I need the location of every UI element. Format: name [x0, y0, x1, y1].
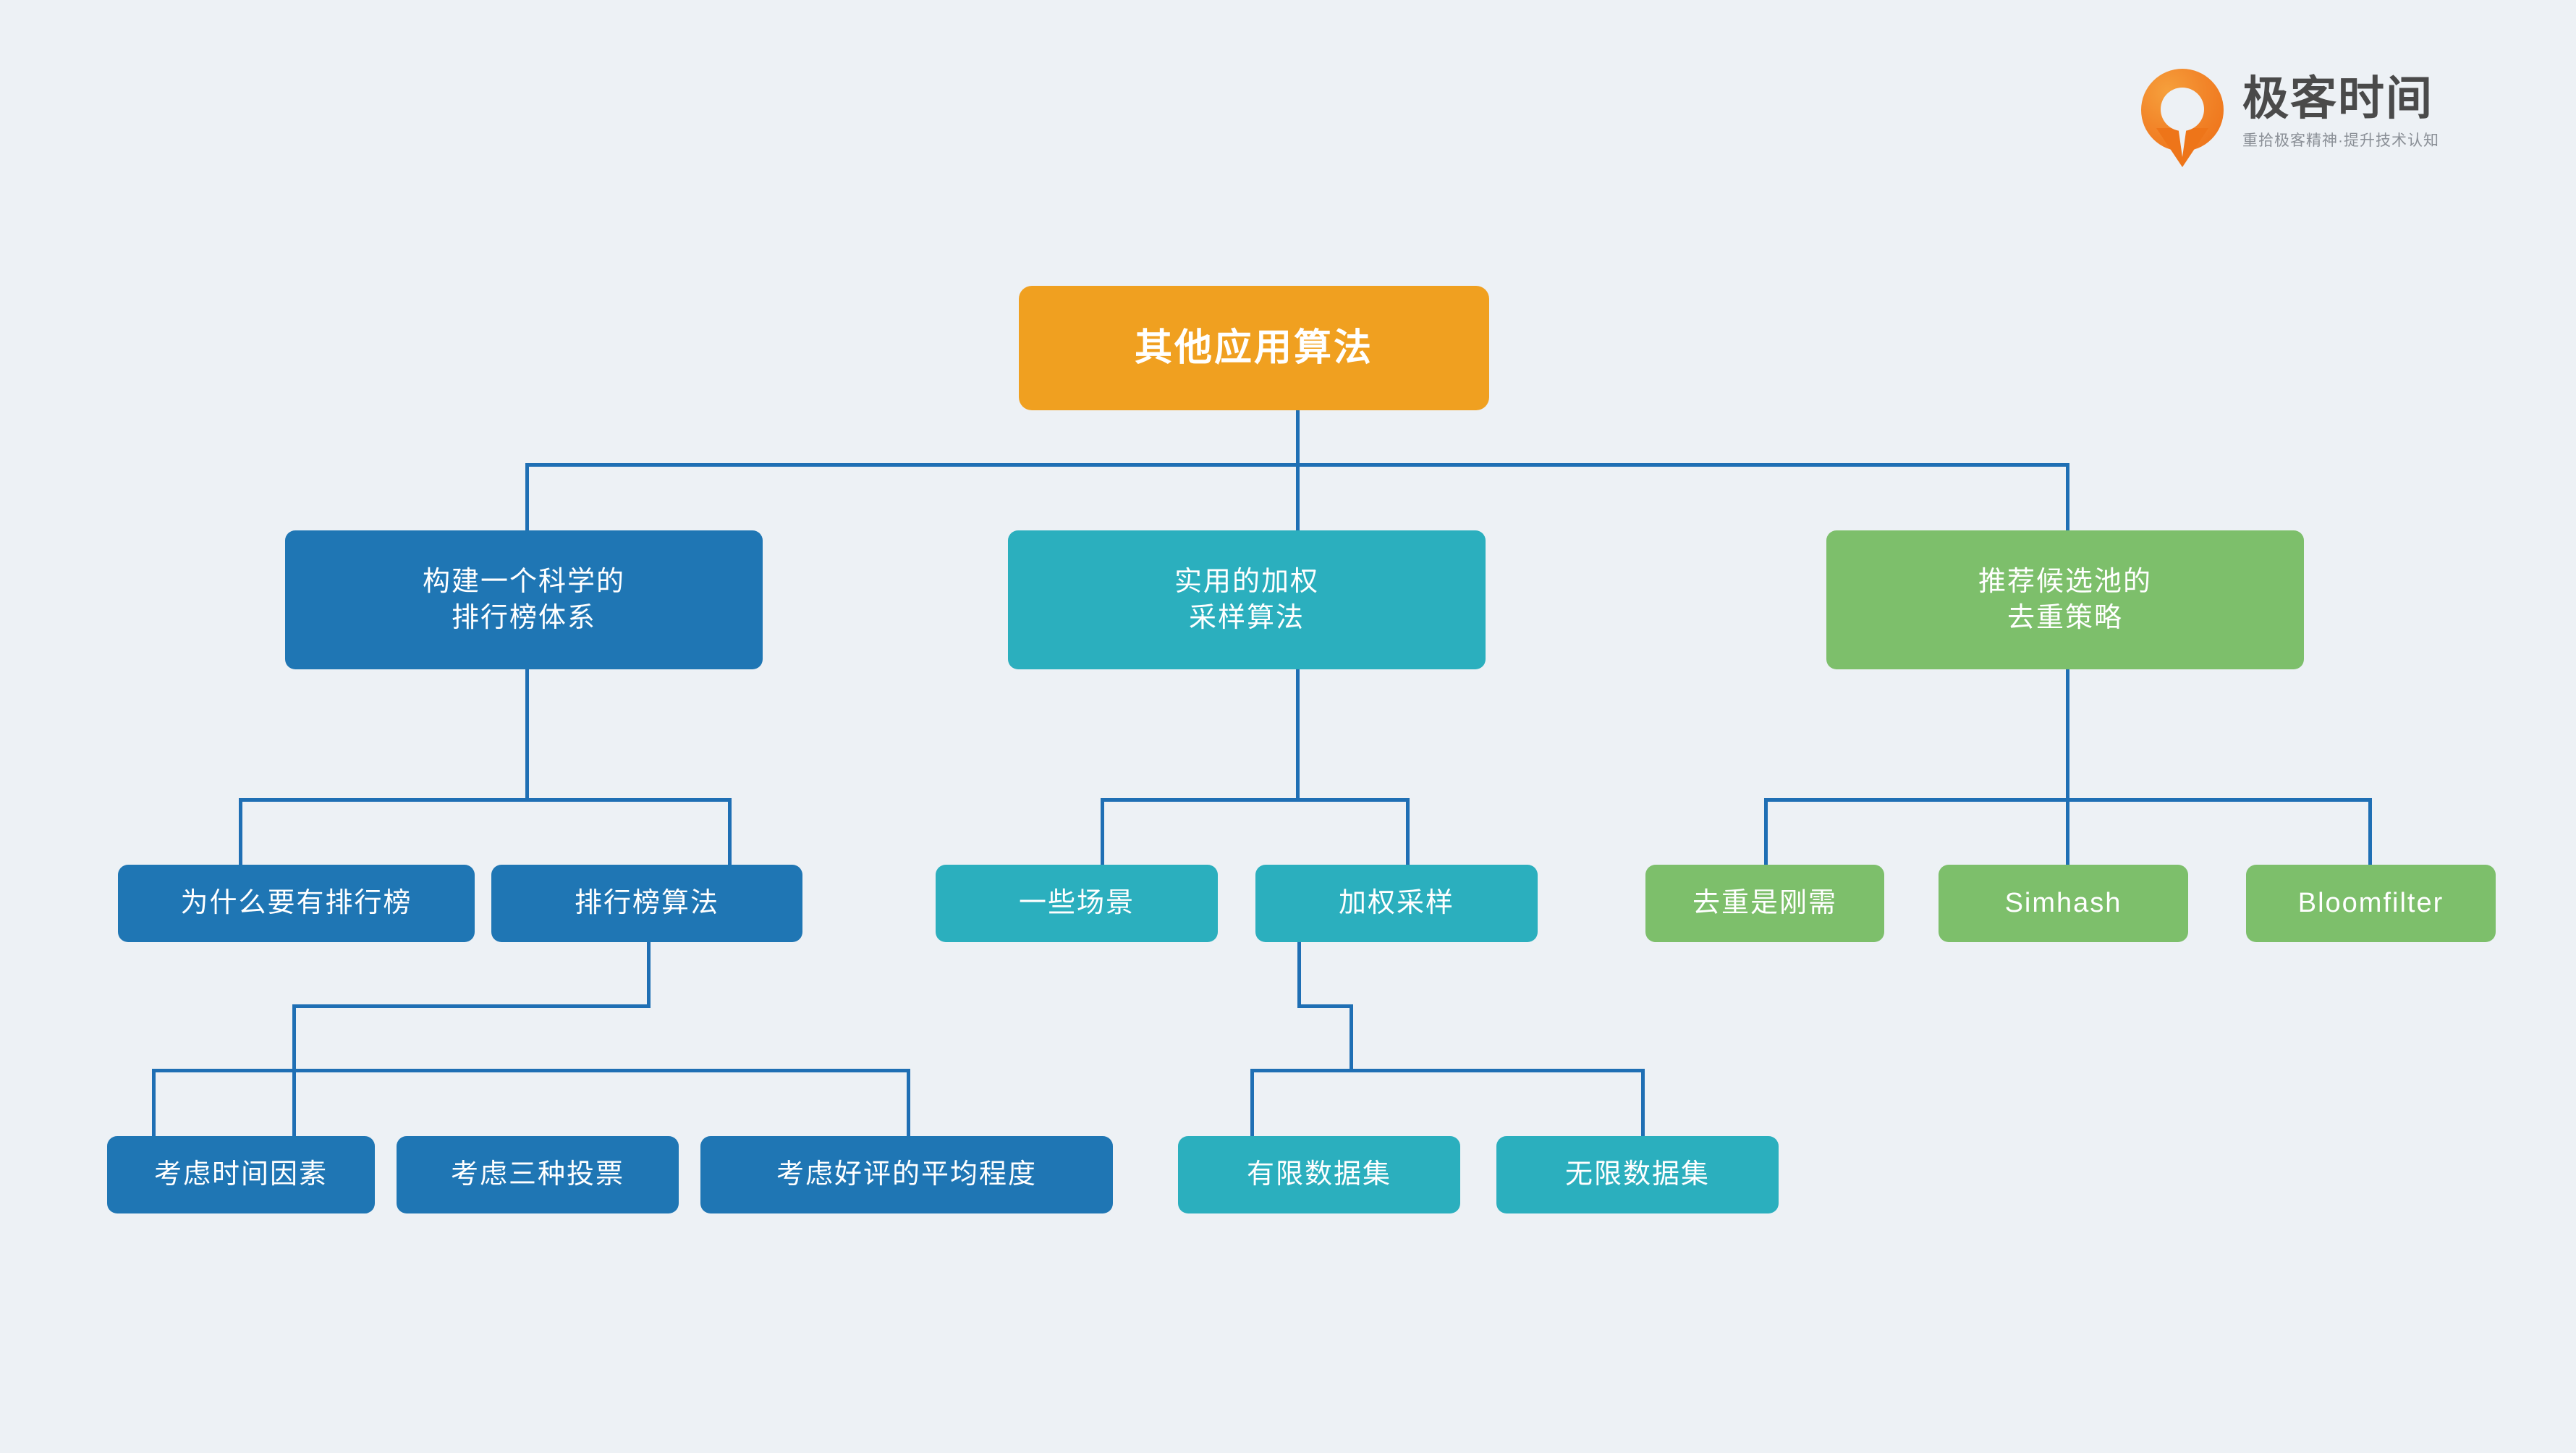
node-root[interactable]: 其他应用算法	[1019, 286, 1489, 410]
node-infinite-dataset[interactable]: 无限数据集	[1496, 1136, 1779, 1213]
node-why-ranking[interactable]: 为什么要有排行榜	[118, 865, 475, 942]
connector-weighted-jog	[1297, 1004, 1353, 1008]
connector-ranking-to-why	[239, 798, 242, 865]
node-branch-sampling[interactable]: 实用的加权 采样算法	[1008, 530, 1486, 669]
connector-weighted-to-finite	[1250, 1069, 1254, 1140]
connector-root-trunk	[1296, 358, 1300, 465]
node-simhash[interactable]: Simhash	[1939, 865, 2188, 942]
connector-root-to-branch-ranking	[525, 463, 529, 532]
node-time-factor[interactable]: 考虑时间因素	[107, 1136, 375, 1213]
logo-text-block: 极客时间 重拾极客精神·提升技术认知	[2242, 69, 2439, 151]
connector-ranking-bus	[239, 798, 731, 802]
connector-algorithms-stem-lower	[292, 1004, 296, 1071]
connector-sampling-bus	[1101, 798, 1410, 802]
node-bloomfilter[interactable]: Bloomfilter	[2246, 865, 2496, 942]
connector-sampling-to-scenarios	[1101, 798, 1104, 865]
brand-name: 极客时间	[2242, 72, 2433, 124]
connector-algorithms-jog	[292, 1004, 651, 1008]
connector-weighted-stem-upper	[1297, 942, 1301, 1007]
node-weighted-sampling[interactable]: 加权采样	[1255, 865, 1538, 942]
brand-tagline: 重拾极客精神·提升技术认知	[2242, 132, 2439, 150]
node-branch-ranking[interactable]: 构建一个科学的 排行榜体系	[285, 530, 763, 669]
connector-ranking-to-algorithms	[728, 798, 732, 865]
node-three-votes[interactable]: 考虑三种投票	[397, 1136, 679, 1213]
connector-algorithms-stem-upper	[647, 942, 651, 1007]
connector-dedup-to-simhash	[2066, 798, 2069, 865]
connector-root-to-branch-dedup	[2066, 463, 2069, 532]
node-average-praise[interactable]: 考虑好评的平均程度	[700, 1136, 1113, 1213]
connector-algorithms-bus	[152, 1069, 910, 1072]
node-ranking-algorithms[interactable]: 排行榜算法	[491, 865, 802, 942]
connector-weighted-bus	[1250, 1069, 1645, 1072]
connector-dedup-stem	[2066, 669, 2069, 800]
connector-root-to-branch-sampling	[1296, 463, 1300, 532]
node-scenarios[interactable]: 一些场景	[936, 865, 1218, 942]
connector-weighted-to-infinite	[1641, 1069, 1645, 1140]
connector-dedup-to-bloomfilter	[2368, 798, 2372, 865]
connector-algorithms-to-time-factor	[152, 1069, 156, 1140]
connector-algorithms-to-average-praise	[907, 1069, 910, 1140]
connector-sampling-stem	[1296, 669, 1300, 800]
connector-ranking-stem	[525, 669, 529, 800]
geekbang-logo: 极客时间 重拾极客精神·提升技术认知	[2138, 69, 2500, 163]
node-finite-dataset[interactable]: 有限数据集	[1178, 1136, 1460, 1213]
connector-weighted-stem-lower	[1350, 1004, 1353, 1071]
node-dedup-must[interactable]: 去重是刚需	[1645, 865, 1884, 942]
geekbang-drop-logo-icon	[2138, 69, 2227, 163]
connector-dedup-to-must	[1764, 798, 1768, 865]
connector-algorithms-to-three-votes	[292, 1069, 296, 1140]
connector-sampling-to-weighted	[1406, 798, 1410, 865]
node-branch-dedup[interactable]: 推荐候选池的 去重策略	[1826, 530, 2304, 669]
